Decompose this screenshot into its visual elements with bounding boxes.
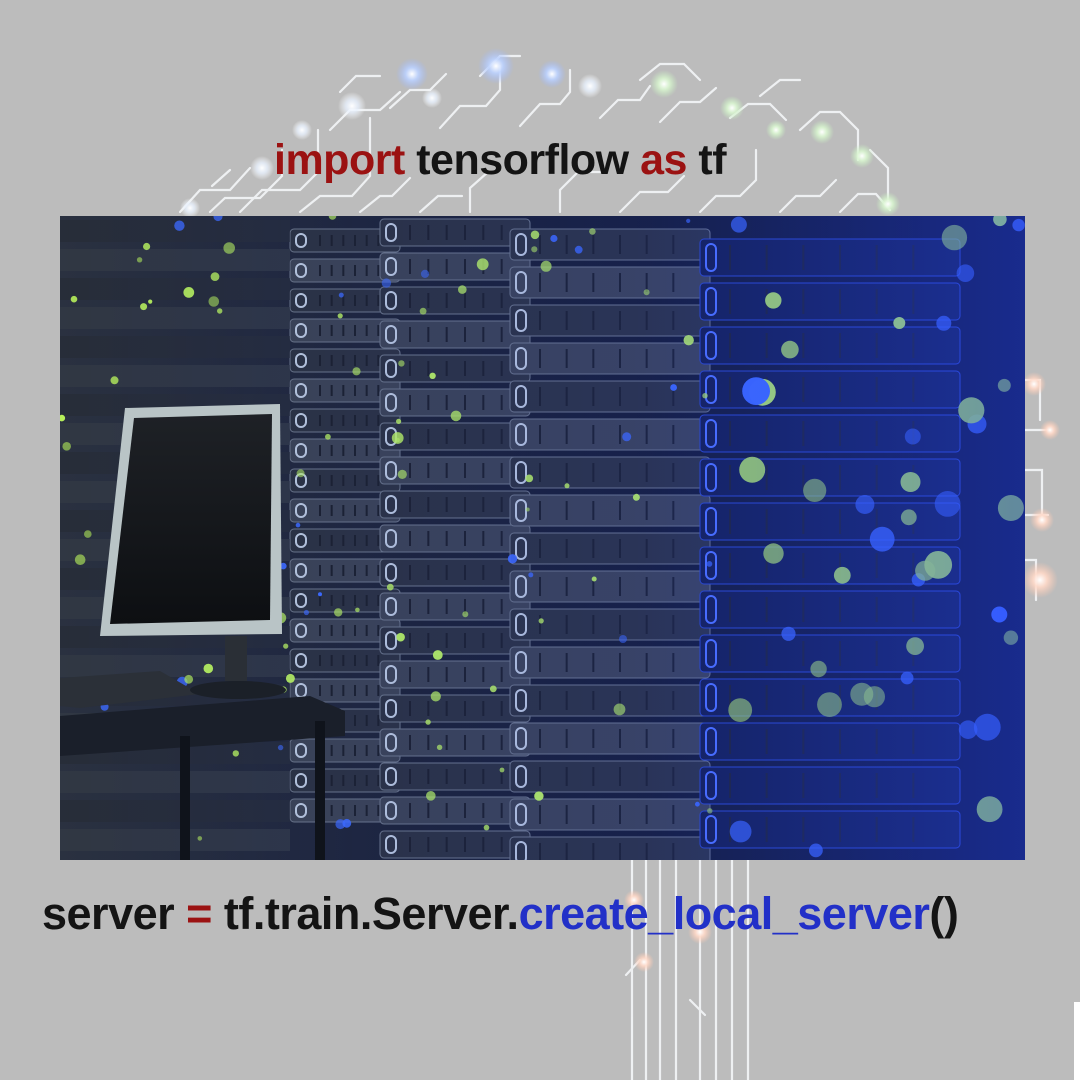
- server-rack-illustration: [60, 216, 1025, 860]
- import-statement: import tensorflow as tf: [274, 136, 727, 185]
- assign-operator: =: [186, 888, 212, 939]
- api-path: tf.train.Server.: [211, 888, 519, 939]
- module-alias: tf: [686, 136, 727, 184]
- server-room-photo: [60, 216, 1025, 860]
- module-name: tensorflow: [404, 136, 641, 184]
- monitor: [100, 404, 286, 699]
- as-keyword: as: [640, 136, 687, 184]
- variable-name: server: [42, 888, 187, 939]
- import-keyword: import: [274, 136, 405, 184]
- server-statement: server = tf.train.Server.create_local_se…: [42, 888, 959, 940]
- function-name: create_local_server: [518, 888, 930, 939]
- call-parens: (): [929, 888, 959, 939]
- edge-mark: [1074, 1002, 1080, 1080]
